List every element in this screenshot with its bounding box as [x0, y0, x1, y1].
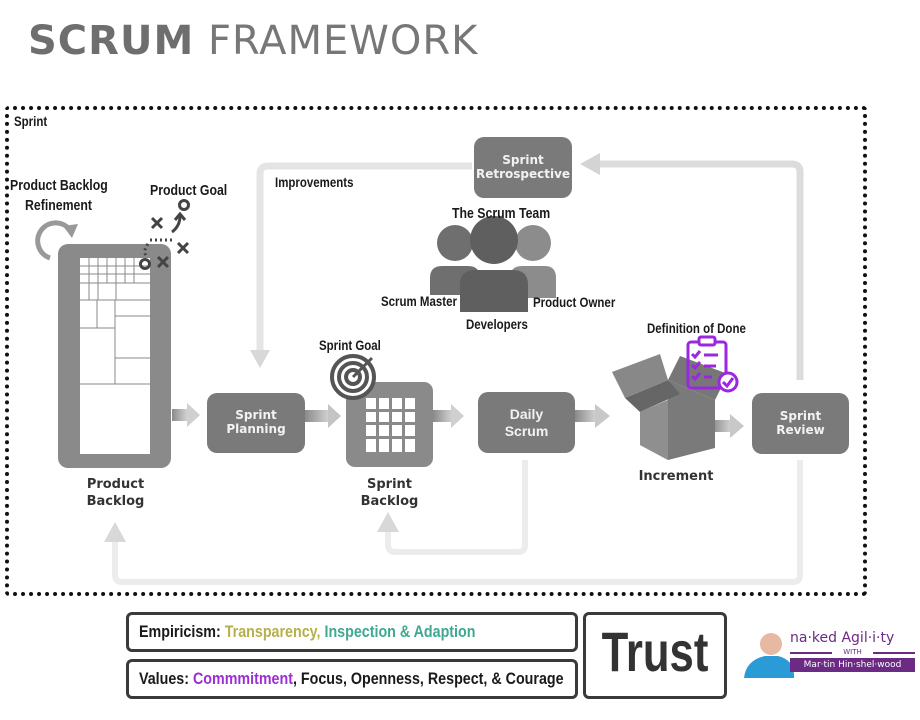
daily-line1: Daily	[509, 406, 544, 423]
improvements-arrow	[250, 162, 472, 368]
flow-arrow-daily-to-increment	[575, 404, 610, 428]
review-to-retro-arrow	[580, 153, 804, 380]
retro-line1: Sprint	[502, 152, 544, 167]
trust-box: Trust	[583, 612, 727, 699]
refinement-label-line2: Refinement	[25, 197, 92, 214]
pillar-inspection-adaption: Inspection & Adaption	[324, 622, 476, 641]
definition-of-done-label: Definition of Done	[647, 320, 746, 336]
flow-arrow-increment-to-review	[712, 414, 744, 438]
refinement-cycle-icon	[35, 220, 78, 261]
presenter-avatar	[744, 633, 795, 678]
sprint-backlog-caption: Sprint Backlog	[341, 477, 438, 511]
sprint-goal-label: Sprint Goal	[319, 337, 381, 353]
review-line1: Sprint	[779, 408, 822, 423]
daily-line2: Scrum	[504, 422, 549, 439]
flow-arrow-pb-to-planning	[172, 403, 200, 427]
brand-with: WITH	[790, 648, 915, 656]
scrum-team-icon	[430, 216, 556, 312]
flow-arrow-sb-to-daily	[433, 404, 464, 428]
scrum-master-label: Scrum Master	[381, 293, 457, 309]
increment-caption: Increment	[638, 469, 714, 484]
definition-of-done-icon	[686, 335, 739, 393]
product-backlog-line2: Backlog	[86, 493, 145, 509]
sprint-backlog-line1: Sprint	[366, 477, 412, 492]
empiricism-box: Empiricism: Transparency, Inspection & A…	[126, 612, 578, 652]
brand-author: Mar·tin Hin·shel·wood	[790, 658, 915, 672]
empiricism-text: Empiricism: Transparency, Inspection & A…	[139, 622, 475, 642]
pillar-transparency: Transparency,	[224, 622, 321, 641]
empiricism-label: Empiricism:	[139, 622, 221, 641]
sprint-goal-target-icon	[330, 354, 376, 400]
product-backlog-icon	[58, 244, 171, 468]
brand-name: na·ked Agil·i·ty	[790, 630, 895, 646]
title-light: FRAMEWORK	[207, 18, 479, 64]
title-bold: SCRUM	[28, 18, 195, 64]
review-line2: Review	[776, 422, 825, 437]
sprint-backlog-icon	[346, 382, 433, 467]
product-owner-label: Product Owner	[533, 294, 616, 310]
planning-line2: Planning	[226, 422, 286, 436]
value-commitment: Commmitment	[192, 669, 293, 688]
flow-arrow-planning-to-sb	[305, 404, 341, 428]
product-goal-label: Product Goal	[150, 182, 228, 199]
sprint-backlog-line2: Backlog	[360, 493, 419, 509]
review-to-product-backlog-arrow	[104, 460, 803, 585]
product-goal-icon	[139, 199, 190, 270]
values-text: Values: Commmitment, Focus, Openness, Re…	[139, 669, 564, 689]
product-backlog-line1: Product	[86, 477, 145, 492]
sprint-boundary	[5, 106, 867, 596]
values-label: Values:	[139, 669, 190, 688]
trust-text: Trust	[601, 620, 709, 683]
improvements-label: Improvements	[275, 174, 354, 190]
page-title: SCRUM FRAMEWORK	[28, 18, 478, 64]
values-box: Values: Commmitment, Focus, Openness, Re…	[126, 659, 578, 699]
daily-to-sprint-backlog-arrow	[377, 460, 528, 555]
sprint-label: Sprint	[14, 113, 48, 129]
retro-line2: Retrospective	[475, 166, 571, 181]
refinement-label-line1: Product Backlog	[10, 177, 108, 194]
product-backlog-caption: Product Backlog	[68, 477, 163, 511]
values-rest: , Focus, Openness, Respect, & Courage	[292, 669, 564, 688]
brand-logo[interactable]: na·ked Agil·i·ty WITH Mar·tin Hin·shel·w…	[790, 630, 915, 672]
planning-line1: Sprint	[235, 408, 277, 423]
increment-box-icon	[612, 354, 728, 460]
scrum-team-label: The Scrum Team	[452, 205, 551, 222]
developers-label: Developers	[466, 316, 528, 332]
